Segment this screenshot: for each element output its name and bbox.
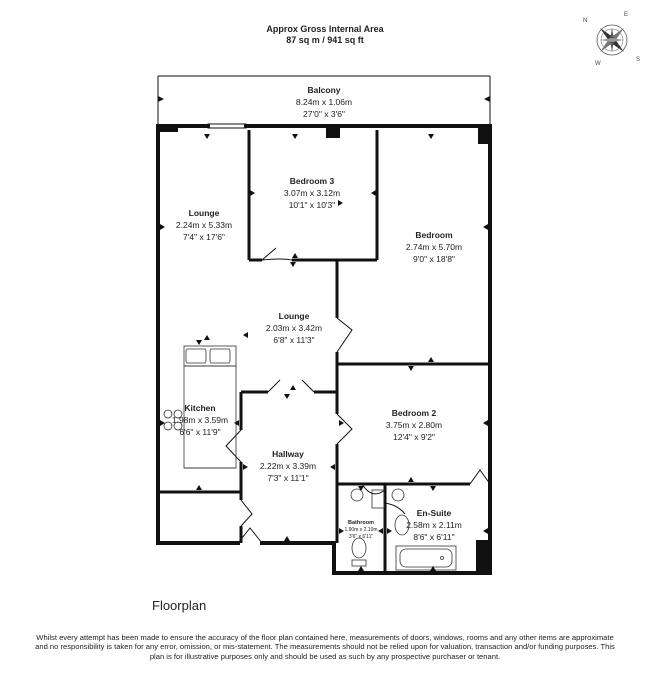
svg-text:3.75m x 2.80m: 3.75m x 2.80m [386,420,442,430]
svg-text:Lounge: Lounge [189,208,220,218]
svg-text:1.98m x 3.59m: 1.98m x 3.59m [172,415,228,425]
label-bathroom: Bathroom 1.90m x 2.10m 3'6" x 6'11" [344,520,377,540]
svg-text:Bathroom: Bathroom [348,520,374,526]
compass-n: N [583,18,587,24]
label-kitchen: Kitchen 1.98m x 3.59m 6'6" x 11'9" [172,403,228,437]
svg-text:12'4" x 9'2": 12'4" x 9'2" [393,432,435,442]
svg-text:En-Suite: En-Suite [417,508,452,518]
svg-text:1.90m x 2.10m: 1.90m x 2.10m [344,527,377,533]
svg-text:10'1" x 10'3": 10'1" x 10'3" [289,200,336,210]
kitchen-fittings [163,345,237,469]
door-swings [225,247,491,544]
area-title: Approx Gross Internal Area [266,24,384,34]
interior-walls [158,130,490,573]
label-bedroom-3: Bedroom 3 3.07m x 3.12m 10'1" x 10'3" [284,176,340,210]
wall-columns [156,124,492,573]
svg-text:8.24m x 1.06m: 8.24m x 1.06m [296,97,352,107]
area-total: 87 sq m / 941 sq ft [286,35,364,45]
bathroom-fittings [350,488,457,571]
svg-text:3'6" x 6'11": 3'6" x 6'11" [349,534,373,540]
svg-text:6'6" x 11'9": 6'6" x 11'9" [179,427,220,437]
label-lounge-upper: Lounge 2.24m x 5.33m 7'4" x 17'6" [176,208,232,242]
svg-text:Lounge: Lounge [279,311,310,321]
compass-s: S [636,57,640,63]
svg-text:Balcony: Balcony [307,85,340,95]
svg-text:Bedroom 2: Bedroom 2 [392,408,437,418]
compass-e: E [624,12,628,18]
svg-text:3.07m x 3.12m: 3.07m x 3.12m [284,188,340,198]
area-header: Approx Gross Internal Area 87 sq m / 941… [0,24,650,46]
svg-text:2.24m x 5.33m: 2.24m x 5.33m [176,220,232,230]
svg-text:6'8" x 11'3": 6'8" x 11'3" [273,335,314,345]
svg-text:2.58m x 2.11m: 2.58m x 2.11m [406,520,462,530]
svg-text:2.22m x 3.39m: 2.22m x 3.39m [260,461,316,471]
svg-text:Hallway: Hallway [272,449,304,459]
compass-w: W [595,61,601,67]
svg-text:2.03m x 3.42m: 2.03m x 3.42m [266,323,322,333]
svg-text:Bedroom: Bedroom [415,230,453,240]
label-bedroom: Bedroom 2.74m x 5.70m 9'0" x 18'8" [406,230,462,264]
exterior-walls [156,123,492,575]
svg-text:27'0" x 3'6": 27'0" x 3'6" [303,109,345,119]
label-bedroom-2: Bedroom 2 3.75m x 2.80m 12'4" x 9'2" [386,408,442,442]
label-en-suite: En-Suite 2.58m x 2.11m 8'6" x 6'11" [406,508,462,542]
label-lounge-lower: Lounge 2.03m x 3.42m 6'8" x 11'3" [266,311,322,345]
svg-text:8'6" x 6'11": 8'6" x 6'11" [413,532,454,542]
svg-text:Kitchen: Kitchen [184,403,215,413]
compass-icon: N E S W [583,12,640,67]
label-hallway: Hallway 2.22m x 3.39m 7'3" x 11'1" [260,449,316,483]
balcony-markers [158,96,490,102]
disclaimer-text: Whilst every attempt has been made to en… [35,633,615,661]
label-balcony: Balcony 8.24m x 1.06m 27'0" x 3'6" [296,85,352,119]
svg-text:7'3" x 11'1": 7'3" x 11'1" [267,473,308,483]
svg-text:2.74m x 5.70m: 2.74m x 5.70m [406,242,462,252]
floorplan-caption: Floorplan [152,598,207,613]
svg-text:7'4" x 17'6": 7'4" x 17'6" [183,232,225,242]
dimension-markers [160,134,488,571]
svg-text:9'0" x 18'8": 9'0" x 18'8" [413,254,455,264]
svg-text:Bedroom 3: Bedroom 3 [290,176,335,186]
